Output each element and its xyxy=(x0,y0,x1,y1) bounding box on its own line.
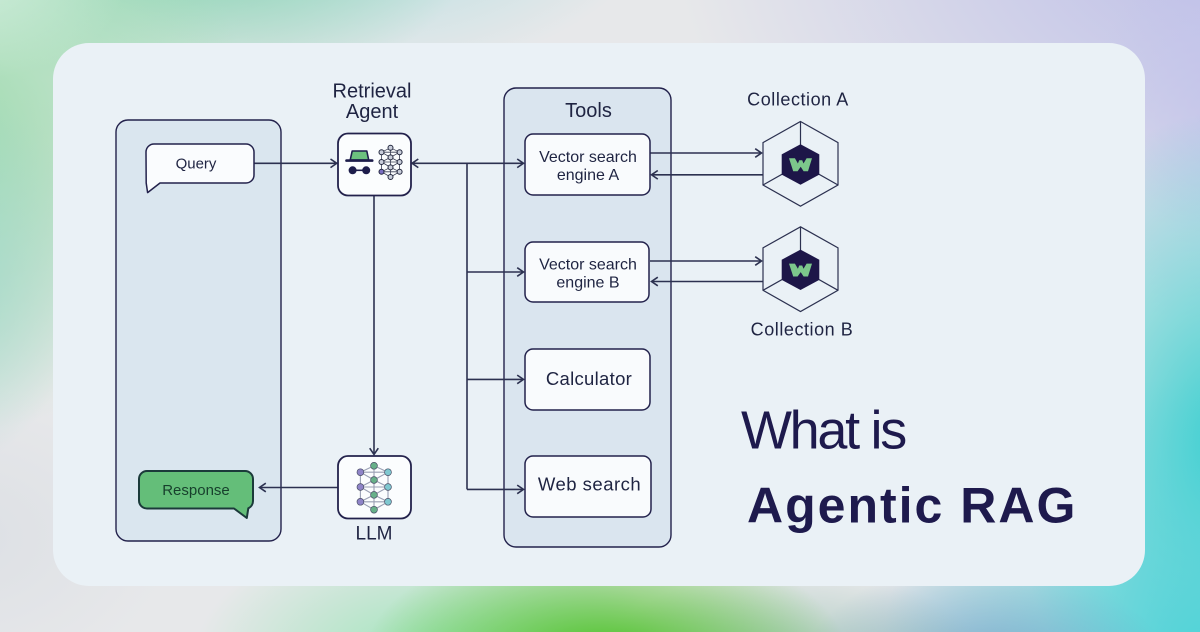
svg-text:Calculator: Calculator xyxy=(546,368,632,389)
svg-text:What is: What is xyxy=(741,400,906,460)
svg-text:LLM: LLM xyxy=(356,524,393,545)
svg-text:Agentic RAG: Agentic RAG xyxy=(747,478,1077,534)
svg-text:Response: Response xyxy=(162,482,230,499)
svg-text:Query: Query xyxy=(176,156,217,173)
svg-text:Vector search: Vector search xyxy=(539,256,637,273)
svg-text:Collection B: Collection B xyxy=(751,320,854,340)
svg-text:Vector search: Vector search xyxy=(539,149,637,166)
svg-text:engine A: engine A xyxy=(557,167,620,184)
svg-text:engine B: engine B xyxy=(556,274,619,291)
svg-text:Tools: Tools xyxy=(565,100,612,122)
svg-text:Collection A: Collection A xyxy=(747,90,849,110)
svg-text:Web search: Web search xyxy=(538,473,641,494)
svg-text:Agent: Agent xyxy=(346,101,399,123)
svg-text:Retrieval: Retrieval xyxy=(333,81,412,103)
